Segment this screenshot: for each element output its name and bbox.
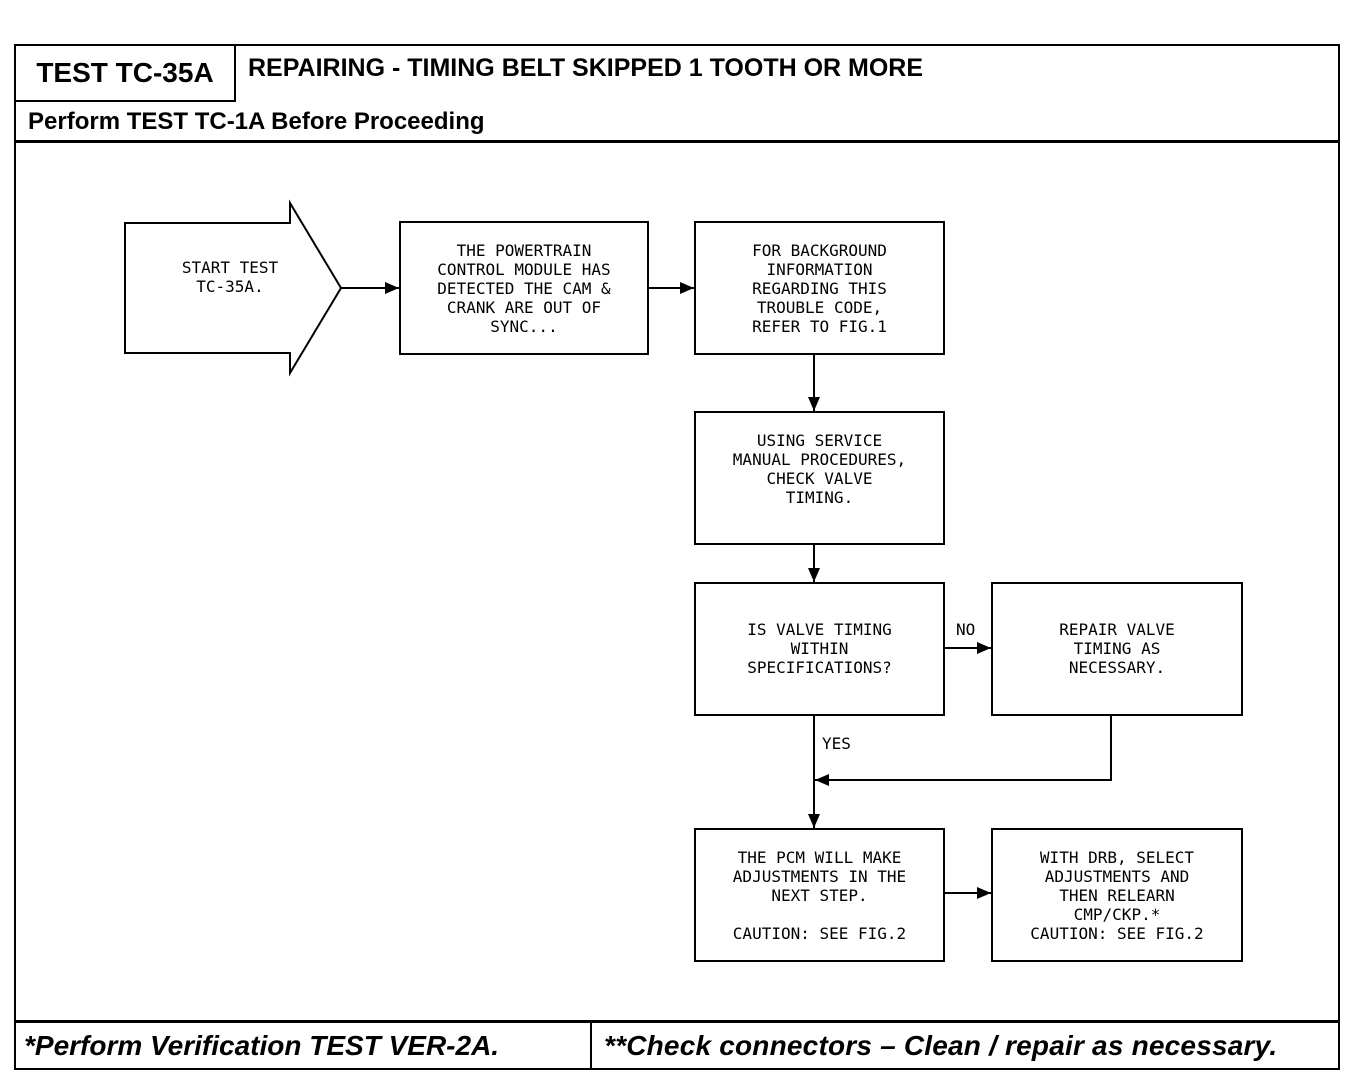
valve-timing-question-box: IS VALVE TIMING WITHIN SPECIFICATIONS? <box>694 582 945 716</box>
no-branch-label: NO <box>956 620 976 639</box>
page-title: REPAIRING - TIMING BELT SKIPPED 1 TOOTH … <box>248 54 924 82</box>
footer-separator <box>590 1020 592 1070</box>
footer-divider <box>14 1020 1340 1023</box>
pcm-detected-box: THE POWERTRAIN CONTROL MODULE HAS DETECT… <box>399 221 649 355</box>
start-test-label: START TEST TC-35A. <box>181 258 279 296</box>
repair-valve-timing-box: REPAIR VALVE TIMING AS NECESSARY. <box>991 582 1243 716</box>
yes-branch-label: YES <box>822 734 851 753</box>
page-subtitle: Perform TEST TC-1A Before Proceeding <box>28 108 485 135</box>
test-id: TEST TC-35A <box>14 44 236 102</box>
footer-verification-note: *Perform Verification TEST VER-2A. <box>24 1030 500 1061</box>
check-valve-timing-box: USING SERVICE MANUAL PROCEDURES, CHECK V… <box>694 411 945 545</box>
header-divider <box>14 140 1340 143</box>
pcm-adjustments-box: THE PCM WILL MAKE ADJUSTMENTS IN THE NEX… <box>694 828 945 962</box>
drb-relearn-box: WITH DRB, SELECT ADJUSTMENTS AND THEN RE… <box>991 828 1243 962</box>
background-info-box: FOR BACKGROUND INFORMATION REGARDING THI… <box>694 221 945 355</box>
footer-connectors-note: **Check connectors – Clean / repair as n… <box>604 1030 1278 1061</box>
page-frame <box>14 44 1340 1070</box>
